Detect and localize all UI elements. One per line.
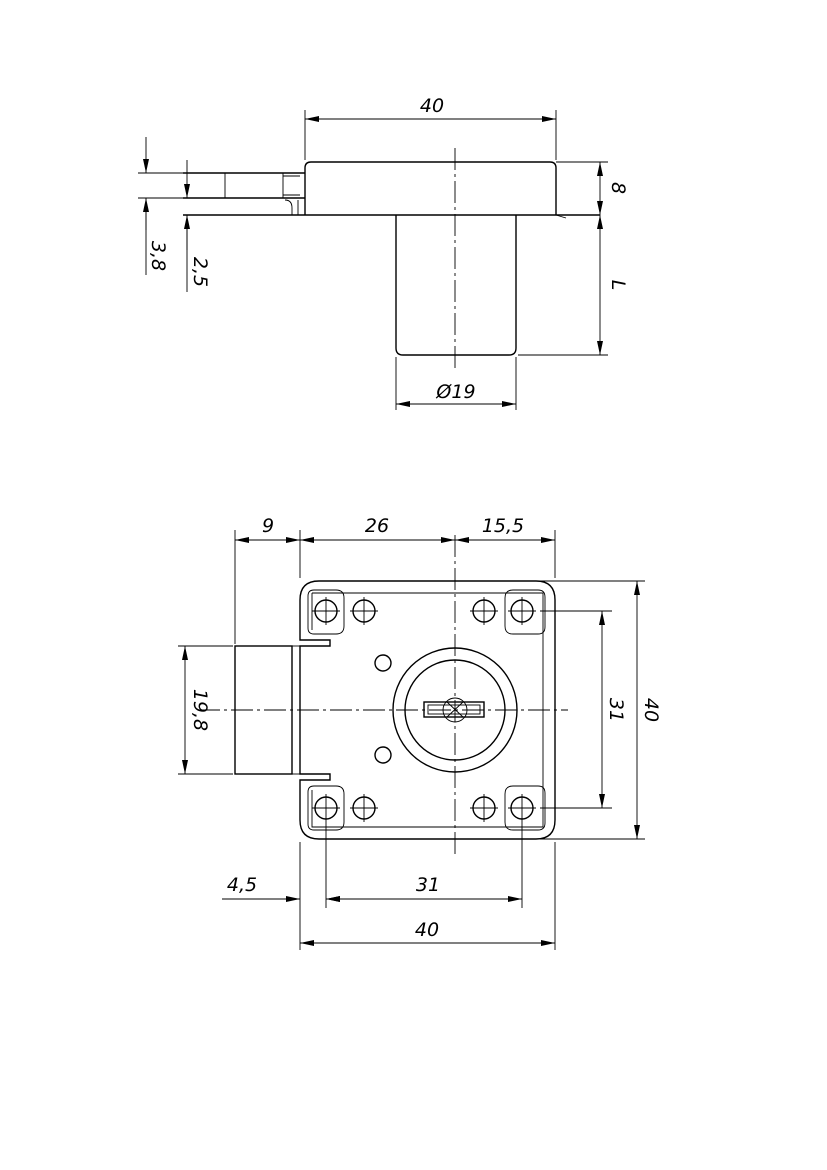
dim-cylinder-length: L — [607, 280, 629, 291]
mounting-hole-top-inner-right — [470, 597, 498, 625]
front-view: 9 26 15,5 19,8 31 40 4,5 31 — [178, 515, 662, 950]
dim-bolt-offset: 2,5 — [189, 257, 211, 287]
dim-total-width: 40 — [415, 919, 439, 941]
dim-total-height: 40 — [640, 698, 662, 722]
mounting-hole-bottom-right — [504, 785, 546, 831]
dim-cylinder-diameter: Ø19 — [435, 381, 475, 403]
mounting-hole-bottom-left — [307, 785, 345, 831]
dim-edge-offset: 4,5 — [227, 874, 257, 896]
side-view: 40 8 L Ø19 3,8 2,5 — [138, 95, 629, 410]
keyway — [423, 701, 485, 718]
mounting-hole-top-left — [307, 589, 345, 635]
dim-hole-to-center: 26 — [365, 515, 389, 537]
bolt-side — [183, 172, 305, 215]
mounting-hole-top-right — [504, 589, 546, 635]
mounting-hole-bottom-inner-left — [350, 794, 378, 822]
dim-flange-thickness: 8 — [607, 182, 629, 194]
dim-bolt-width: 9 — [262, 515, 274, 537]
pin-upper — [374, 654, 392, 672]
mounting-hole-top-inner-left — [350, 597, 378, 625]
lock-cylinder — [395, 215, 517, 356]
lock-flange — [304, 161, 557, 215]
lock-body-outline — [299, 580, 556, 840]
dim-hole-spacing-horizontal: 31 — [416, 874, 440, 896]
dim-hole-spacing-vertical: 31 — [605, 698, 627, 722]
dim-bolt-thickness: 3,8 — [147, 241, 169, 271]
dim-bolt-height: 19,8 — [189, 689, 211, 731]
dim-side-width: 40 — [420, 95, 444, 117]
mounting-hole-bottom-inner-right — [470, 794, 498, 822]
pin-lower — [374, 746, 392, 764]
lock-body-inner — [311, 592, 544, 828]
dim-center-to-edge: 15,5 — [482, 515, 524, 537]
